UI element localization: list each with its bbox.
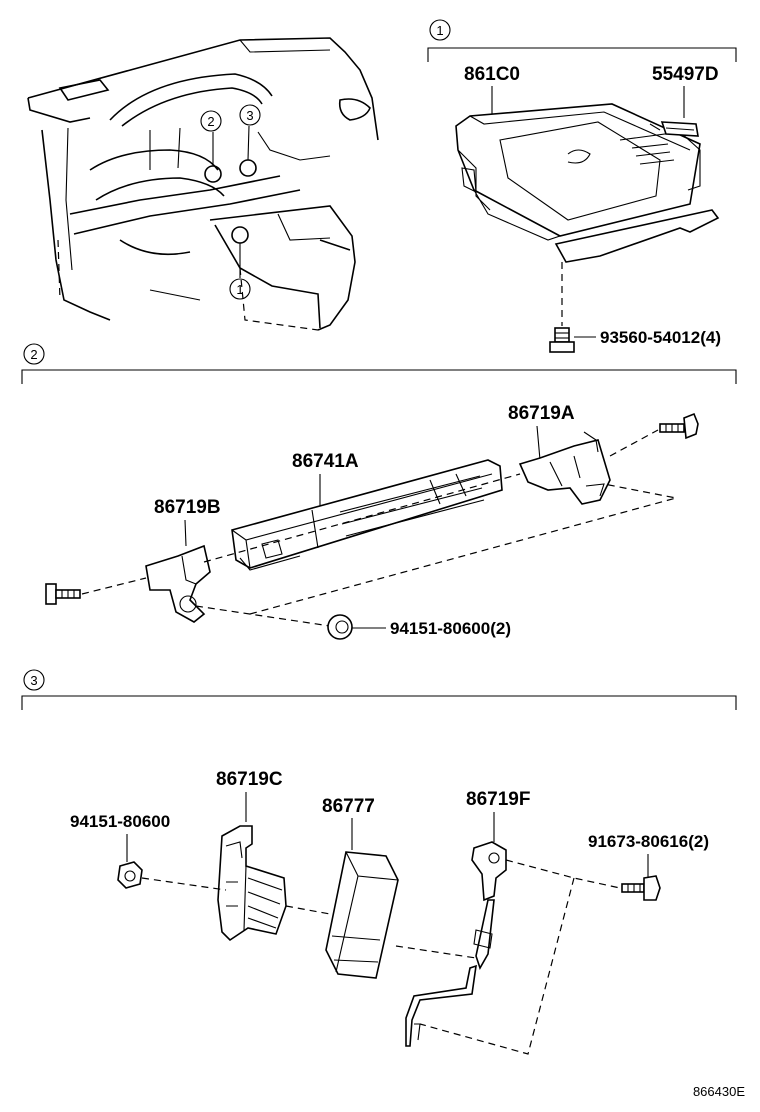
- part-label-94151-80600-2: 94151-80600(2): [390, 619, 511, 638]
- module-861C0: [455, 103, 720, 263]
- section-2: 2 86719A 86741A 86719B: [21, 343, 737, 640]
- bolt-91673: [621, 875, 661, 901]
- part-label-86719A: 86719A: [508, 403, 575, 424]
- box-86777: [325, 851, 399, 979]
- svg-text:2: 2: [207, 114, 214, 129]
- section-2-bracket: [21, 369, 737, 384]
- part-label-86719B: 86719B: [154, 497, 221, 518]
- reference-code: 866430E: [693, 1084, 745, 1099]
- bolt-left: [45, 583, 81, 605]
- section-2-marker: 2: [23, 343, 45, 365]
- section-3: 3 86719C 86777 86719F 94151-80600 91673-…: [21, 669, 737, 1055]
- part-label-86719F: 86719F: [466, 789, 530, 810]
- bolt-right: [659, 412, 699, 440]
- dash-callout-3: 3: [239, 104, 261, 126]
- part-label-55497D: 55497D: [652, 64, 719, 85]
- part-label-93560-54012: 93560-54012(4): [600, 328, 721, 347]
- bracket-86719B: [145, 544, 211, 623]
- svg-text:2: 2: [30, 347, 37, 362]
- svg-text:3: 3: [30, 673, 37, 688]
- part-label-86741A: 86741A: [292, 451, 359, 472]
- dashboard-overview: 2 3 1: [27, 37, 379, 331]
- part-label-86719C: 86719C: [216, 769, 283, 790]
- dash-callout-1: 1: [229, 278, 251, 300]
- part-label-94151-80600: 94151-80600: [70, 812, 170, 831]
- svg-text:1: 1: [236, 282, 243, 297]
- unit-86741A: [231, 459, 503, 571]
- svg-text:1: 1: [436, 23, 443, 38]
- section-1: 1 861C0 55497D: [427, 19, 737, 353]
- section-3-marker: 3: [23, 669, 45, 691]
- dash-callout-2: 2: [200, 110, 222, 132]
- bracket-86719A: [518, 431, 611, 505]
- screw-93560: [549, 327, 575, 353]
- part-label-91673-80616: 91673-80616(2): [588, 832, 709, 851]
- section-3-bracket: [21, 695, 737, 710]
- section-1-bracket: [427, 47, 737, 62]
- section-1-marker: 1: [429, 19, 451, 41]
- bracket-86719C: [217, 825, 287, 942]
- nut-94151-80600: [117, 861, 143, 889]
- svg-text:3: 3: [246, 108, 253, 123]
- part-label-861C0: 861C0: [464, 64, 520, 85]
- nut-94151-80600-2: [327, 614, 353, 640]
- part-label-86777: 86777: [322, 796, 375, 817]
- bracket-86719F: [405, 841, 507, 1047]
